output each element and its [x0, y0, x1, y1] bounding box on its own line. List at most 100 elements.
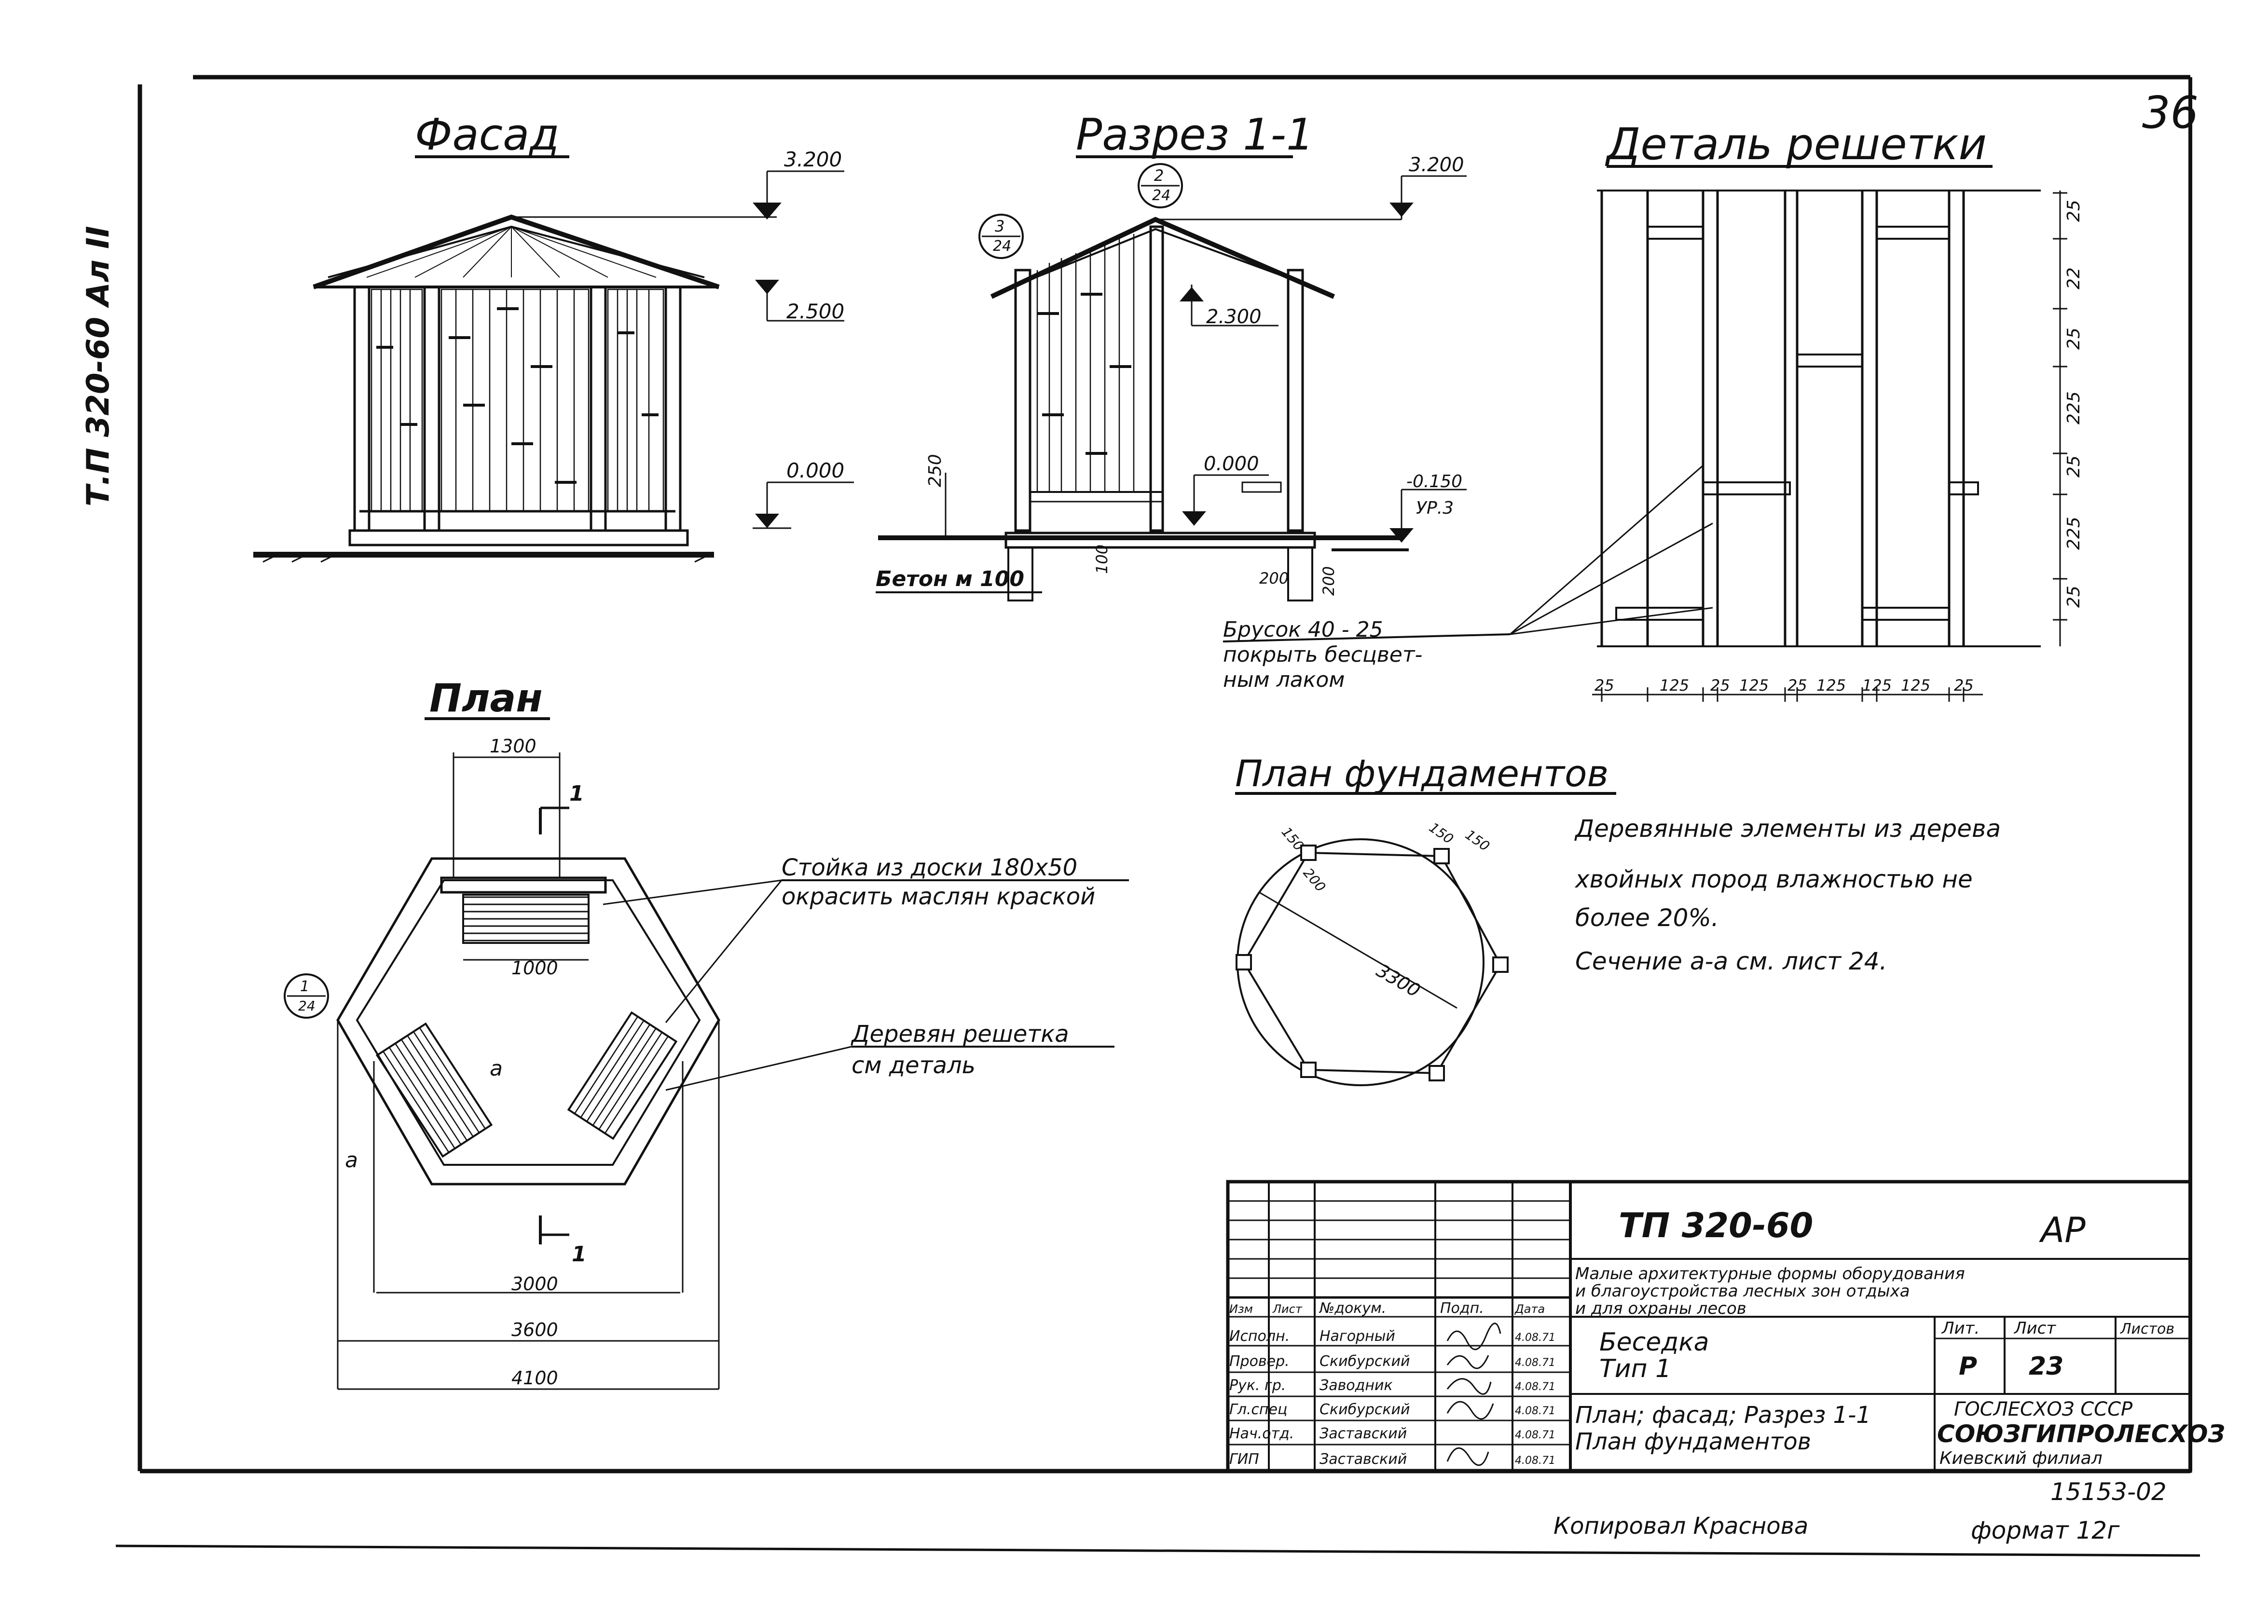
plan-title: План [429, 676, 543, 721]
tb-series-3: и для охраны лесов [1575, 1299, 1746, 1318]
plan-cut-bottom: 1 [572, 1242, 587, 1267]
tb-object-2: Тип 1 [1599, 1354, 1671, 1383]
title-block: Изм Лист №докум. Подп. Дата Исполн. Наго… [1226, 1180, 2225, 1506]
section-mark-top: 3.200 [1409, 154, 1464, 176]
tb-lit-label: Лит. [1941, 1319, 1979, 1338]
section-callout-left-sheet: 24 [993, 238, 1011, 255]
section-view: Разрез 1-1 2 24 3 24 [876, 109, 1713, 692]
plan-dim-1000: 1000 [511, 957, 558, 979]
foundation-dim-150b: 150 [1462, 827, 1493, 855]
tb-org-3: Киевский филиал [1939, 1448, 2103, 1468]
tb-mark: АР [2039, 1210, 2086, 1250]
foundation-note-1: Деревянные элементы из дерева [1574, 815, 2001, 843]
tb-col-date: Дата [1514, 1302, 1545, 1316]
post-note-line2: окрасить маслян краской [782, 883, 1095, 910]
section-title: Разрез 1-1 [1076, 109, 1314, 160]
tb-col-sign: Подп. [1440, 1300, 1484, 1317]
section-mark-zero: 0.000 [1204, 453, 1259, 475]
plan-section-a1: а [490, 1056, 503, 1081]
foundation-dim-150a: 150 [1426, 819, 1457, 847]
grid-dim-r5: 25 [2064, 455, 2084, 478]
tb-col-izm: Изм [1229, 1302, 1253, 1316]
grid-dim-b3: 25 [1710, 676, 1730, 695]
plan-dim-4100: 4100 [511, 1367, 558, 1389]
tb-people: Исполн. Нагорный 4.08.71 Провер. Скибурс… [1229, 1328, 1555, 1468]
tb-name-3: Заводник [1320, 1377, 1393, 1394]
tb-doc-number: 15153-02 [2050, 1478, 2167, 1506]
tb-name-1: Нагорный [1320, 1328, 1395, 1345]
bar-note-line3: ным лаком [1223, 668, 1345, 692]
grid-dim-r2: 22 [2064, 267, 2084, 289]
section-callout-top-num: 2 [1154, 166, 1164, 185]
grid-dim-b9: 25 [1954, 676, 1974, 695]
tb-role-3: Рук. гр. [1229, 1377, 1286, 1394]
tb-date-3: 4.08.71 [1515, 1381, 1555, 1393]
copied-by: Копировал Краснова [1553, 1513, 1808, 1540]
concrete-label: Бетон м 100 [876, 567, 1024, 591]
tb-date-2: 4.08.71 [1515, 1357, 1555, 1369]
grid-dim-r6: 225 [2064, 517, 2084, 550]
tb-role-5: Нач.отд. [1229, 1425, 1294, 1442]
format-label: формат 12г [1971, 1516, 2120, 1544]
grid-dim-b8: 125 [1901, 676, 1930, 695]
foundation-dim-3300: 3300 [1373, 960, 1424, 1001]
tb-col-list: Лист [1272, 1302, 1303, 1316]
sheet-number: 36 [2142, 87, 2199, 138]
foundation-view: План фундаментов 3300 150 150 150 200 Де… [1235, 752, 2001, 1086]
plan-dim-3600: 3600 [511, 1319, 558, 1340]
facade-mark-zero: 0.000 [786, 459, 844, 482]
tb-series-1: Малые архитектурные формы оборудования [1575, 1264, 1965, 1283]
section-callout-left-num: 3 [995, 217, 1004, 235]
facade-mark-top: 3.200 [784, 148, 842, 171]
section-dim-200a: 200 [1259, 569, 1289, 587]
grid-detail-title: Деталь решетки [1605, 119, 1987, 170]
section-callout-top-sheet: 24 [1152, 187, 1170, 204]
facade-mark-mid: 2.500 [786, 300, 844, 323]
foundation-dim-200: 200 [1300, 865, 1329, 895]
post-note-line1: Стойка из доски 180х50 [782, 854, 1077, 881]
plan-cut-top: 1 [569, 781, 584, 806]
tb-role-4: Гл.спец [1229, 1401, 1287, 1418]
tb-role-1: Исполн. [1229, 1328, 1290, 1345]
signatures [1446, 1323, 1501, 1466]
tb-sheet-label: Лист [2013, 1319, 2056, 1338]
facade-title: Фасад [415, 109, 560, 160]
tb-sheet-value: 23 [2029, 1352, 2063, 1381]
grid-dim-r4: 225 [2064, 391, 2084, 424]
grid-note-line1: Деревян решетка [851, 1021, 1069, 1048]
plan-callout-num: 1 [300, 978, 309, 995]
tb-date-6: 4.08.71 [1515, 1455, 1555, 1467]
tb-name-5: Заставский [1320, 1425, 1407, 1442]
tb-name-4: Скибурский [1320, 1401, 1410, 1418]
grid-dim-b5: 25 [1787, 676, 1807, 695]
plan-dim-1300: 1300 [490, 736, 536, 757]
tb-object-1: Беседка [1599, 1328, 1709, 1357]
plan-dim-3000: 3000 [511, 1273, 558, 1295]
plan-callout-sheet: 24 [298, 998, 316, 1014]
section-mark-neg: -0.150 [1406, 472, 1462, 491]
tb-name-6: Заставский [1320, 1451, 1407, 1468]
tb-series-2: и благоустройства лесных зон отдыха [1575, 1282, 1910, 1301]
tb-date-4: 4.08.71 [1515, 1405, 1555, 1417]
tb-org-1: ГОСЛЕСХОЗ СССР [1954, 1398, 2133, 1420]
tb-content-1: План; фасад; Разрез 1-1 [1575, 1402, 1871, 1429]
section-mark-mid: 2.300 [1206, 306, 1262, 328]
tb-date-5: 4.08.71 [1515, 1429, 1555, 1441]
tb-date-1: 4.08.71 [1515, 1332, 1555, 1344]
foundation-note-2: хвойных пород влажностью не [1574, 865, 1973, 893]
tb-org-2: СОЮЗГИПРОЛЕСХОЗ [1937, 1420, 2225, 1448]
plan-section-a2: а [345, 1148, 358, 1173]
section-dim-200b: 200 [1320, 566, 1338, 596]
tb-col-doc: №докум. [1319, 1300, 1386, 1317]
tb-name-2: Скибурский [1320, 1353, 1410, 1370]
foundation-note-3: более 20%. [1575, 904, 1719, 932]
grid-detail: Деталь решетки 25 22 25 225 25 225 [1592, 119, 2084, 702]
grid-dim-b2: 125 [1660, 676, 1689, 695]
facade-view: Фасад [253, 109, 854, 563]
tb-sheets-label: Листов [2120, 1321, 2174, 1337]
section-mark-level: УР.3 [1416, 498, 1454, 518]
grid-dim-b6: 125 [1816, 676, 1846, 695]
section-dim-250: 250 [925, 454, 945, 487]
tb-content-2: План фундаментов [1575, 1428, 1811, 1455]
